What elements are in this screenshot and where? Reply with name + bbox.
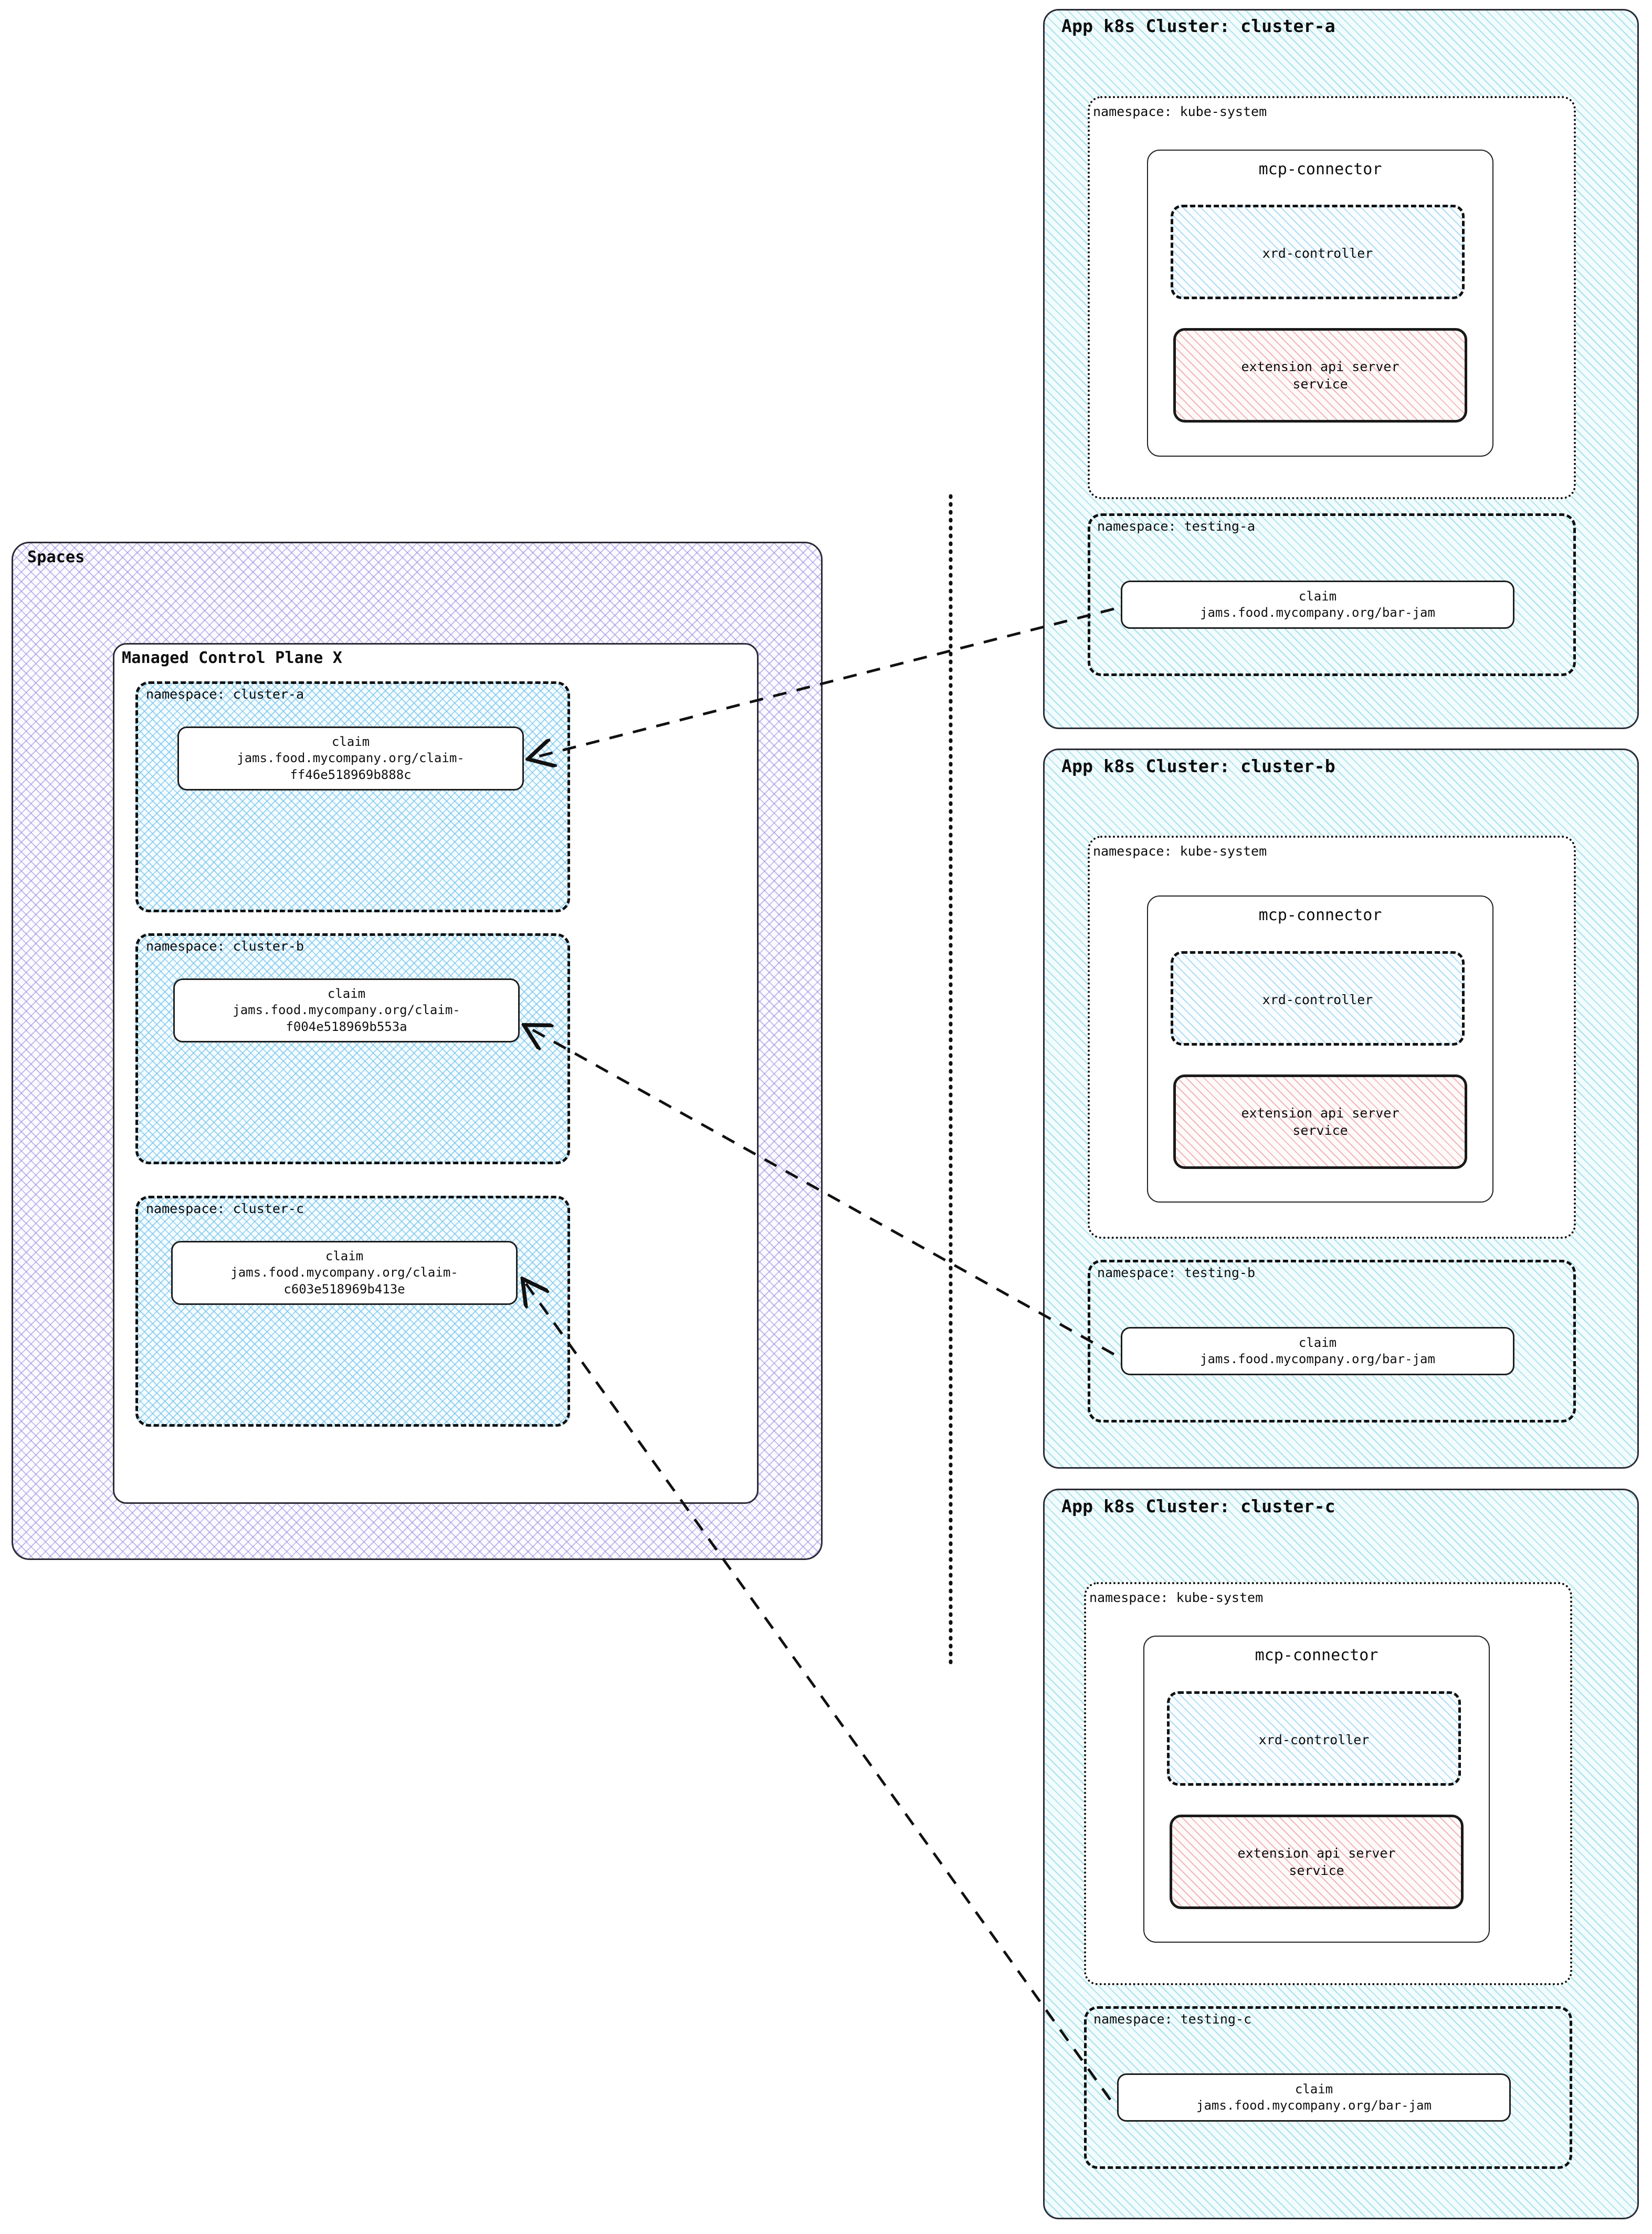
claim-kind: claim	[1298, 588, 1337, 604]
api-label-line1: extension api server	[1241, 1105, 1400, 1121]
namespace-kube-system-c-label: namespace: kube-system	[1089, 1590, 1264, 1605]
claim-testing-c[interactable]: claim jams.food.mycompany.org/bar-jam	[1117, 2073, 1511, 2122]
claim-ref-line1: jams.food.mycompany.org/claim-	[233, 1003, 460, 1018]
api-label-line2: service	[1289, 1863, 1344, 1878]
cluster-b-title: App k8s Cluster: cluster-b	[1061, 756, 1335, 776]
extension-api-server-c-label: extension api server service	[1170, 1845, 1464, 1879]
claim-ref-line2: ff46e518969b888c	[290, 767, 412, 782]
claim-kind: claim	[1298, 1335, 1337, 1350]
api-label-line1: extension api server	[1241, 359, 1400, 374]
claim-kind: claim	[1295, 2081, 1333, 2096]
xrd-controller-a-label: xrd-controller	[1262, 246, 1373, 261]
namespace-cluster-a	[135, 681, 570, 912]
xrd-controller-b-label: xrd-controller	[1262, 992, 1373, 1007]
extension-api-server-c	[1170, 1815, 1464, 1909]
namespace-testing-a	[1088, 513, 1576, 676]
extension-api-server-b-label: extension api server service	[1173, 1104, 1467, 1139]
xrd-controller-a	[1171, 205, 1465, 299]
claim-kind: claim	[327, 986, 366, 1002]
api-label-line2: service	[1292, 376, 1348, 392]
xrd-controller-c	[1167, 1691, 1461, 1786]
claim-cluster-b[interactable]: claim jams.food.mycompany.org/claim- f00…	[173, 978, 520, 1042]
namespace-cluster-c	[135, 1196, 570, 1427]
claim-ref: jams.food.mycompany.org/bar-jam	[1196, 2098, 1432, 2113]
namespace-testing-a-label: namespace: testing-a	[1097, 519, 1256, 534]
namespace-cluster-c-label: namespace: cluster-c	[146, 1201, 304, 1216]
xrd-controller-c-label: xrd-controller	[1258, 1732, 1370, 1747]
extension-api-server-a	[1173, 328, 1467, 423]
spaces-title: Spaces	[27, 548, 85, 566]
namespace-testing-b-label: namespace: testing-b	[1097, 1265, 1256, 1280]
xrd-controller-b	[1171, 951, 1465, 1046]
extension-api-server-b	[1173, 1074, 1467, 1169]
api-label-line1: extension api server	[1237, 1846, 1396, 1861]
claim-ref-line1: jams.food.mycompany.org/claim-	[230, 1265, 458, 1280]
claim-testing-b[interactable]: claim jams.food.mycompany.org/bar-jam	[1121, 1327, 1514, 1375]
extension-api-server-a-label: extension api server service	[1173, 358, 1467, 393]
cluster-a-title: App k8s Cluster: cluster-a	[1061, 16, 1335, 36]
managed-control-plane-title: Managed Control Plane X	[122, 649, 343, 667]
claim-cluster-c[interactable]: claim jams.food.mycompany.org/claim- c60…	[171, 1241, 518, 1305]
mcp-connector-c-title: mcp-connector	[1255, 1646, 1379, 1664]
namespace-kube-system-b-label: namespace: kube-system	[1093, 844, 1267, 859]
claim-ref: jams.food.mycompany.org/bar-jam	[1200, 605, 1435, 620]
namespace-cluster-b	[135, 933, 570, 1164]
mcp-connector-a-title: mcp-connector	[1258, 160, 1382, 178]
api-label-line2: service	[1292, 1123, 1348, 1138]
namespace-kube-system-a-label: namespace: kube-system	[1093, 104, 1267, 119]
cluster-c-title: App k8s Cluster: cluster-c	[1061, 1496, 1335, 1516]
namespace-cluster-a-label: namespace: cluster-a	[146, 687, 304, 702]
claim-kind: claim	[331, 734, 370, 750]
namespace-cluster-b-label: namespace: cluster-b	[146, 939, 304, 954]
claim-ref-line1: jams.food.mycompany.org/claim-	[237, 751, 465, 766]
claim-ref-line2: c603e518969b413e	[283, 1281, 405, 1297]
namespace-testing-c-label: namespace: testing-c	[1093, 2011, 1252, 2027]
claim-ref-line2: f004e518969b553a	[286, 1019, 407, 1034]
claim-ref: jams.food.mycompany.org/bar-jam	[1200, 1352, 1435, 1366]
claim-testing-a[interactable]: claim jams.food.mycompany.org/bar-jam	[1121, 581, 1514, 629]
claim-kind: claim	[325, 1249, 364, 1264]
mcp-connector-b-title: mcp-connector	[1258, 906, 1382, 924]
claim-cluster-a[interactable]: claim jams.food.mycompany.org/claim- ff4…	[177, 726, 524, 791]
